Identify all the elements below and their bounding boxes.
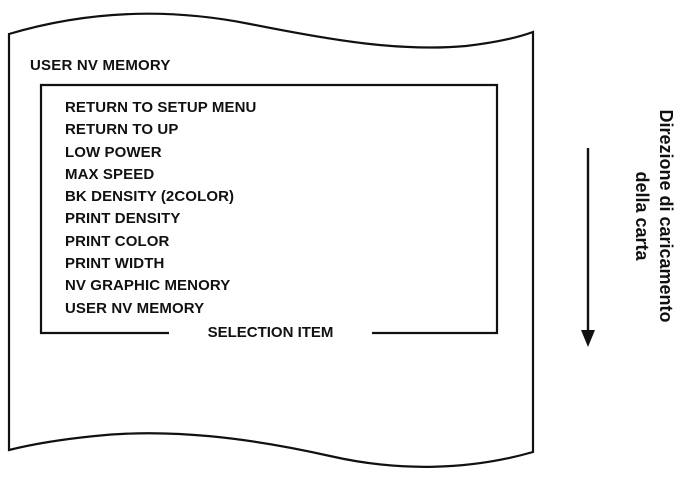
menu-item: USER NV MEMORY — [65, 299, 205, 317]
menu-item: NV GRAPHIC MENORY — [65, 277, 231, 295]
menu-item: RETURN TO SETUP MENU — [65, 99, 257, 116]
menu-item: BK DENSITY (2COLOR) — [65, 188, 235, 206]
menu-item: PRINT COLOR — [65, 232, 170, 250]
feed-direction-arrow — [581, 148, 595, 347]
menu-item-list: RETURN TO SETUP MENU RETURN TO UP LOW PO… — [65, 97, 256, 320]
menu-item: PRINT WIDTH — [65, 255, 165, 273]
selection-frame — [39, 83, 499, 335]
menu-item: LOW POWER — [65, 143, 162, 161]
direction-label-line-2: della carta — [632, 171, 652, 261]
direction-label-line-1: Direzione di caricamento — [656, 109, 676, 323]
paper-direction-label: Direzione di caricamento della carta — [630, 56, 678, 376]
menu-item: RETURN TO UP — [65, 121, 179, 139]
selection-item-caption: SELECTION ITEM — [169, 322, 372, 344]
menu-item: MAX SPEED — [65, 165, 155, 183]
menu-item: PRINT DENSITY — [65, 210, 181, 228]
receipt-title: USER NV MEMORY — [30, 57, 171, 74]
paper-sheet — [7, 12, 535, 468]
